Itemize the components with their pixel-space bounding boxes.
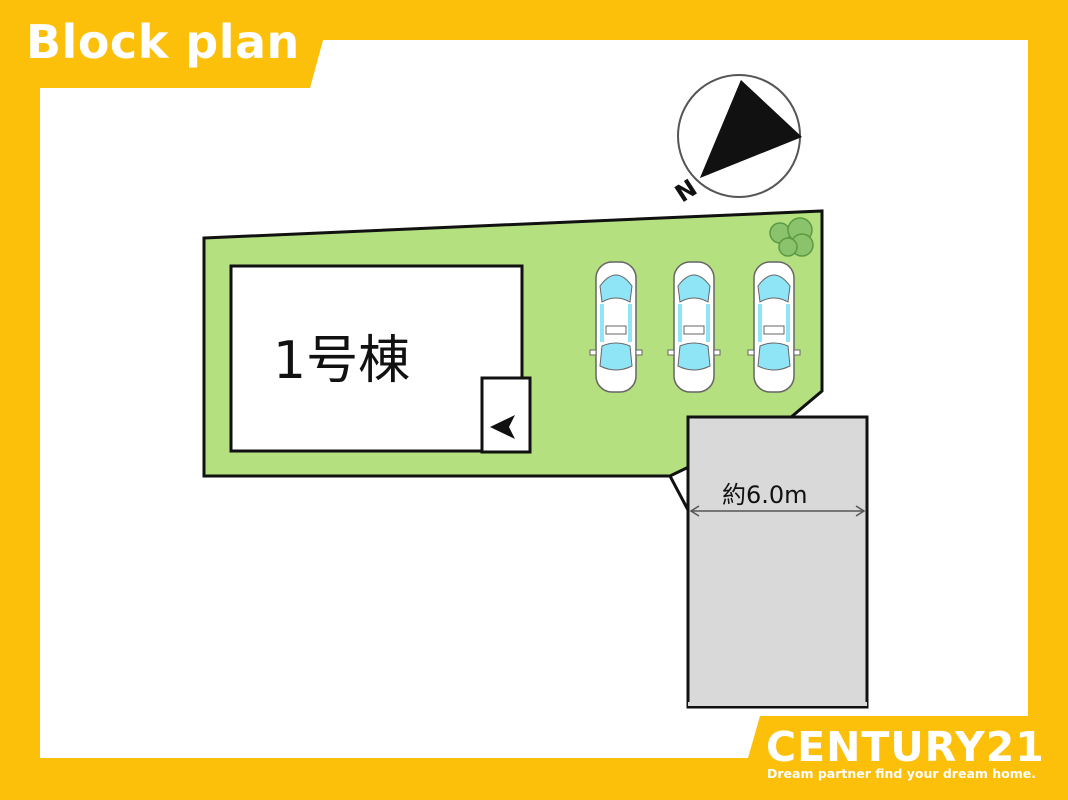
brand-logo: CENTURY21 — [766, 723, 1045, 771]
road-width-label: 約6.0m — [722, 481, 808, 509]
road — [686, 415, 869, 709]
logo-tab-shape — [736, 716, 1068, 800]
entrance-box — [480, 376, 532, 454]
width-arrow-left — [689, 505, 700, 517]
entrance-arrow-icon — [490, 415, 515, 439]
building-label: 1号棟 — [273, 331, 411, 391]
car-icon-3 — [747, 261, 801, 393]
compass-icon — [677, 74, 802, 198]
title-tab-shape — [0, 0, 334, 88]
car-icon-1 — [589, 261, 643, 393]
width-arrow-right — [855, 505, 866, 517]
building-1 — [229, 264, 524, 453]
brand-tagline: Dream partner find your dream home. — [767, 766, 1037, 781]
lot-corner-line — [668, 475, 690, 511]
car-icon-2 — [667, 261, 721, 393]
tree-icon — [769, 217, 814, 257]
page-title: Block plan — [26, 15, 300, 69]
